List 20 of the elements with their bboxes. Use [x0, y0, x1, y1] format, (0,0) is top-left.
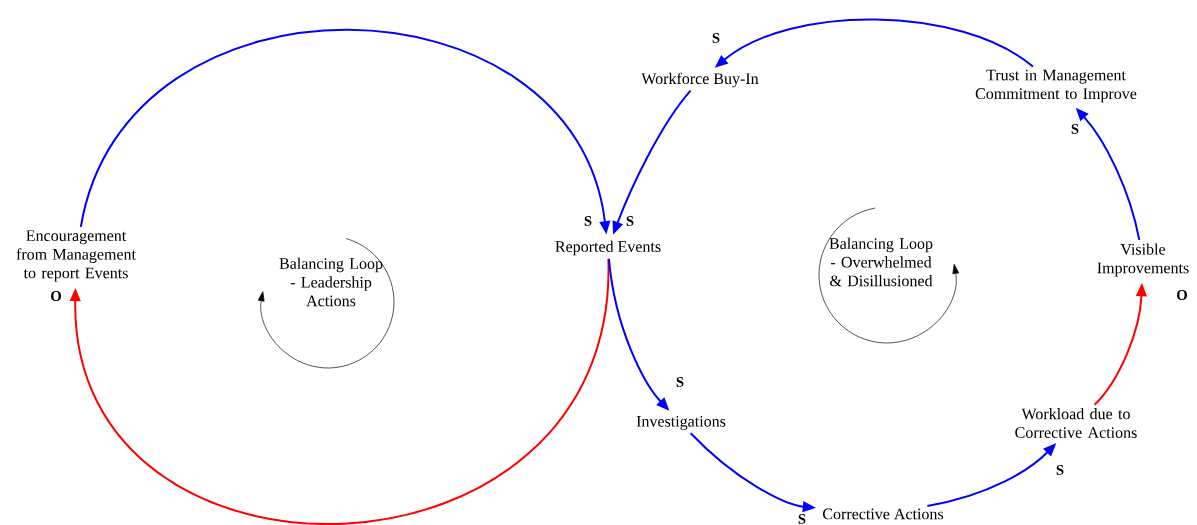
variable-label: Investigations [636, 415, 726, 430]
arrow [69, 257, 610, 525]
polarity-label: O [1177, 290, 1187, 300]
polarity-label: S [584, 216, 592, 226]
variable-label: Reported Events [555, 240, 661, 256]
polarity-label: S [1056, 465, 1064, 475]
polarity-label: S [712, 33, 720, 43]
polarity-label: O [51, 291, 61, 301]
variable-label: Trust in Management Commitment to Improve [975, 69, 1137, 103]
variable-label: Corrective Actions [823, 508, 944, 520]
polarity-label: S [626, 216, 634, 226]
variable-label: Visible Improvements [1097, 243, 1189, 277]
variable-label: Workload due to Corrective Actions [1015, 408, 1137, 438]
loop-label: Balancing Loop - Overwhelmed & Disillusioned [829, 237, 933, 287]
polarity-label: S [798, 514, 806, 524]
variable-label: Workforce Buy-In [641, 72, 759, 88]
polarity-label: S [1071, 124, 1079, 134]
variable-label: Encouragement from Management to report Events [16, 230, 136, 282]
polarity-label: S [676, 377, 684, 387]
loop-label: Balancing Loop - Leadership Actions [279, 257, 383, 307]
